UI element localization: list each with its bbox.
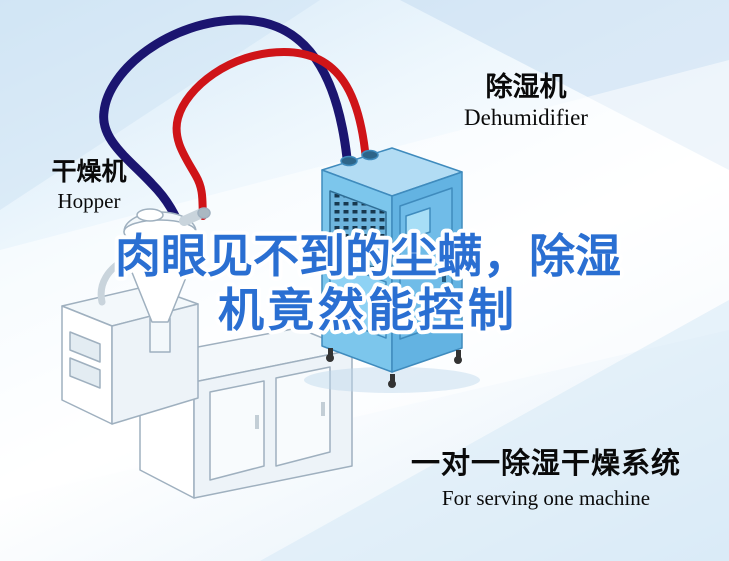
dehumidifier-grille	[329, 190, 387, 273]
hopper-elbow-port	[197, 207, 211, 219]
system-caption: 一对一除湿干燥系统 For serving one machine	[392, 448, 700, 510]
dehumidifier-label: 除湿机 Dehumidifier	[428, 72, 624, 131]
dehumidifier-label-en: Dehumidifier	[464, 105, 588, 131]
headline-line2: 机竟然能控制	[218, 284, 518, 336]
headline-line1: 肉眼见不到的尘螨，除湿	[115, 230, 621, 282]
hopper-dome-rim	[123, 219, 197, 245]
dehumidifier-panel	[329, 260, 387, 339]
cabinet-vent-2	[69, 357, 101, 389]
headline: 肉眼见不到的尘螨，除湿 机竟然能控制	[111, 226, 625, 340]
hopper-label-cn: 干燥机	[51, 158, 127, 186]
machine-door-2-handle	[321, 402, 325, 416]
pipe-red	[172, 47, 370, 220]
dehumidifier-label-cn: 除湿机	[485, 72, 567, 102]
machine-door-1-handle	[255, 415, 259, 429]
bg-band-bottom-right	[260, 300, 729, 561]
dehumidifier-casters	[326, 348, 462, 388]
hopper-neck	[149, 317, 171, 353]
machine-door-1	[209, 380, 265, 481]
cabinet-vent-1	[69, 331, 101, 363]
hopper-lid	[136, 208, 164, 222]
system-caption-en: For serving one machine	[441, 486, 651, 511]
dehumidifier-door-window	[405, 207, 431, 241]
hopper-label: 干燥机 Hopper	[30, 158, 148, 213]
hopper-label-en: Hopper	[57, 188, 121, 213]
dehumidifier-port-2	[361, 149, 379, 161]
dehumidifier-illustration	[304, 147, 480, 393]
bg-band-top-left	[0, 0, 320, 210]
hopper-side-pipe	[97, 254, 132, 306]
dehumidifier-port-1	[340, 155, 358, 167]
hopper-machine-illustration	[61, 207, 353, 499]
pipes	[99, 15, 370, 237]
system-caption-cn: 一对一除湿干燥系统	[410, 448, 681, 480]
machine-door-2	[275, 366, 331, 467]
